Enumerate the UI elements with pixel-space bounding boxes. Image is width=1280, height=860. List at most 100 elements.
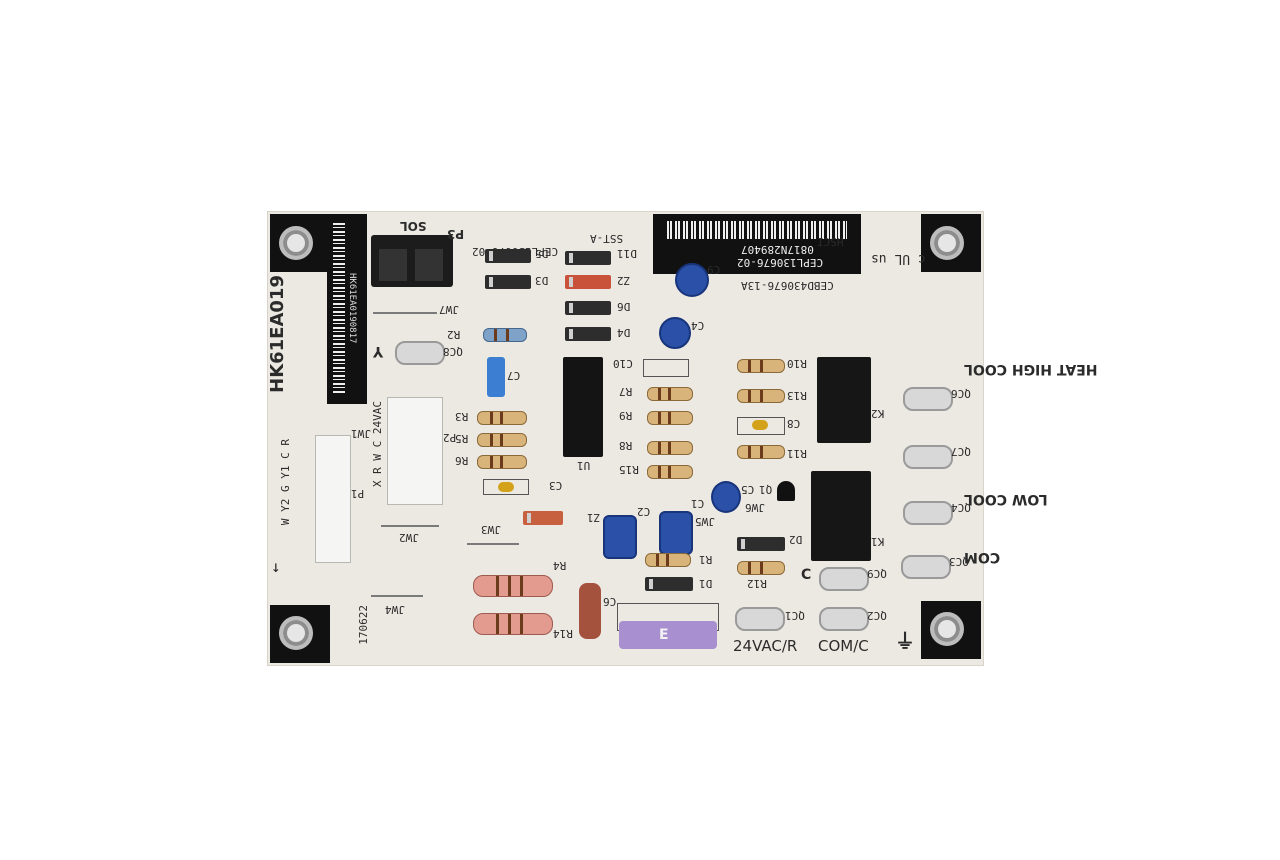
resistor-r14	[473, 613, 553, 635]
terminal-qc8[interactable]	[395, 341, 445, 365]
p1-pins-label: W Y2 G Y1 C R	[279, 439, 292, 526]
model-label: HK61EA019	[267, 275, 288, 393]
p2-pins-label: X R W C 24VAC	[371, 401, 384, 488]
capacitor-c5	[711, 481, 741, 513]
q1-label: Q1	[759, 483, 773, 496]
relay-k1	[811, 471, 871, 561]
k2-label: K2	[871, 407, 885, 420]
p3-label: P3	[447, 227, 465, 241]
r13-label: R13	[787, 389, 807, 402]
connector-pin-icon	[379, 249, 407, 281]
d4-label: D4	[617, 326, 631, 339]
com-label: COM	[964, 549, 1001, 565]
capacitor-c2	[603, 515, 637, 559]
z2-label: Z2	[617, 274, 631, 287]
terminal-qc6[interactable]	[903, 387, 953, 411]
relay-k2	[817, 357, 871, 443]
barcode-icon	[667, 221, 847, 239]
jumper-jw7	[373, 312, 437, 314]
diode-d1	[645, 577, 693, 591]
c5-label: C5	[741, 483, 755, 496]
c3-label: C3	[549, 479, 563, 492]
capacitor-c1	[659, 511, 693, 555]
jw5-label: JW5	[695, 515, 715, 528]
resistor-r10	[737, 359, 785, 373]
resistor-r3	[477, 411, 527, 425]
r3-label: R3	[455, 410, 469, 423]
r15-label: R15	[619, 463, 639, 476]
c4-label: C4	[691, 319, 705, 332]
r12-label: R12	[747, 577, 767, 590]
jumper-jw4	[371, 595, 423, 597]
ul-mark-icon: c UL us	[871, 251, 926, 266]
date-code-label: 170622	[357, 605, 370, 645]
diode-d11	[565, 251, 611, 265]
r8-label: R8	[619, 439, 633, 452]
c2-label: C2	[637, 505, 651, 518]
qc9-label: QC9	[867, 567, 887, 580]
terminal-qc2[interactable]	[819, 607, 869, 631]
ground-icon: ⏚	[895, 629, 915, 653]
resistor-r13	[737, 389, 785, 403]
r10-label: R10	[787, 357, 807, 370]
terminal-qc4[interactable]	[903, 501, 953, 525]
zener-z1	[523, 511, 563, 525]
resistor-r7	[647, 387, 693, 401]
qc8-label: QC8	[443, 345, 463, 358]
r4-label: R4	[553, 559, 567, 572]
arrow-down-icon: ↓	[271, 557, 281, 576]
u1-label: U1	[577, 459, 591, 472]
k1-label: K1	[871, 535, 885, 548]
r6-label: R6	[455, 454, 469, 467]
transistor-q1	[777, 481, 795, 501]
r5-label: R5	[455, 432, 469, 445]
capacitor-c4	[659, 317, 691, 349]
terminal-qc1[interactable]	[735, 607, 785, 631]
qc7-label: QC7	[951, 445, 971, 458]
com-c-label: COM/C	[818, 637, 869, 655]
resistor-r4	[473, 575, 553, 597]
jw2-label: JW2	[399, 531, 419, 544]
p1-label: P1	[351, 487, 365, 500]
d11-label: D11	[617, 247, 637, 260]
capacitor-c7	[487, 357, 505, 397]
resistor-r11	[737, 445, 785, 459]
resistor-r15	[647, 465, 693, 479]
diode-d2	[737, 537, 785, 551]
sol-label: SOL	[400, 219, 427, 233]
connector-pin-icon	[415, 249, 443, 281]
mounting-hole-icon	[930, 612, 964, 646]
r7-label: R7	[619, 385, 633, 398]
resistor-r12	[737, 561, 785, 575]
r11-label: R11	[787, 447, 807, 460]
hsci-label: HSCI	[817, 235, 844, 248]
terminal-qc3[interactable]	[901, 555, 951, 579]
c7-label: C7	[507, 369, 521, 382]
zener-z2	[565, 275, 611, 289]
qc2-label: QC2	[867, 609, 887, 622]
fuse[interactable]	[619, 621, 717, 649]
fuse-letter: E	[659, 627, 669, 643]
jw3-label: JW3	[481, 523, 501, 536]
diode-d4	[565, 327, 611, 341]
jw1-label: JW1	[351, 427, 371, 440]
sticker-part: CEPL130676-02	[737, 256, 824, 269]
vac-r-label: 24VAC/R	[733, 637, 798, 655]
terminal-qc7[interactable]	[903, 445, 953, 469]
resistor-r6	[477, 455, 527, 469]
resistor-r2	[483, 328, 527, 342]
z1-label: Z1	[587, 511, 601, 524]
sst-label: SST-A	[590, 232, 624, 245]
vertical-code-label: HK61EA0190817	[347, 273, 357, 344]
resistor-r8	[647, 441, 693, 455]
capacitor-c8	[737, 417, 785, 435]
jumper-jw2	[381, 525, 439, 527]
d1-label: D1	[699, 577, 713, 590]
terminal-qc9[interactable]	[819, 567, 869, 591]
connector-p1[interactable]	[315, 435, 351, 563]
c10-label: C10	[613, 357, 633, 370]
jw7-label: JW7	[439, 303, 459, 316]
connector-p2[interactable]	[387, 397, 443, 505]
c8-label: C8	[787, 417, 801, 430]
d2-label: D2	[789, 533, 803, 546]
